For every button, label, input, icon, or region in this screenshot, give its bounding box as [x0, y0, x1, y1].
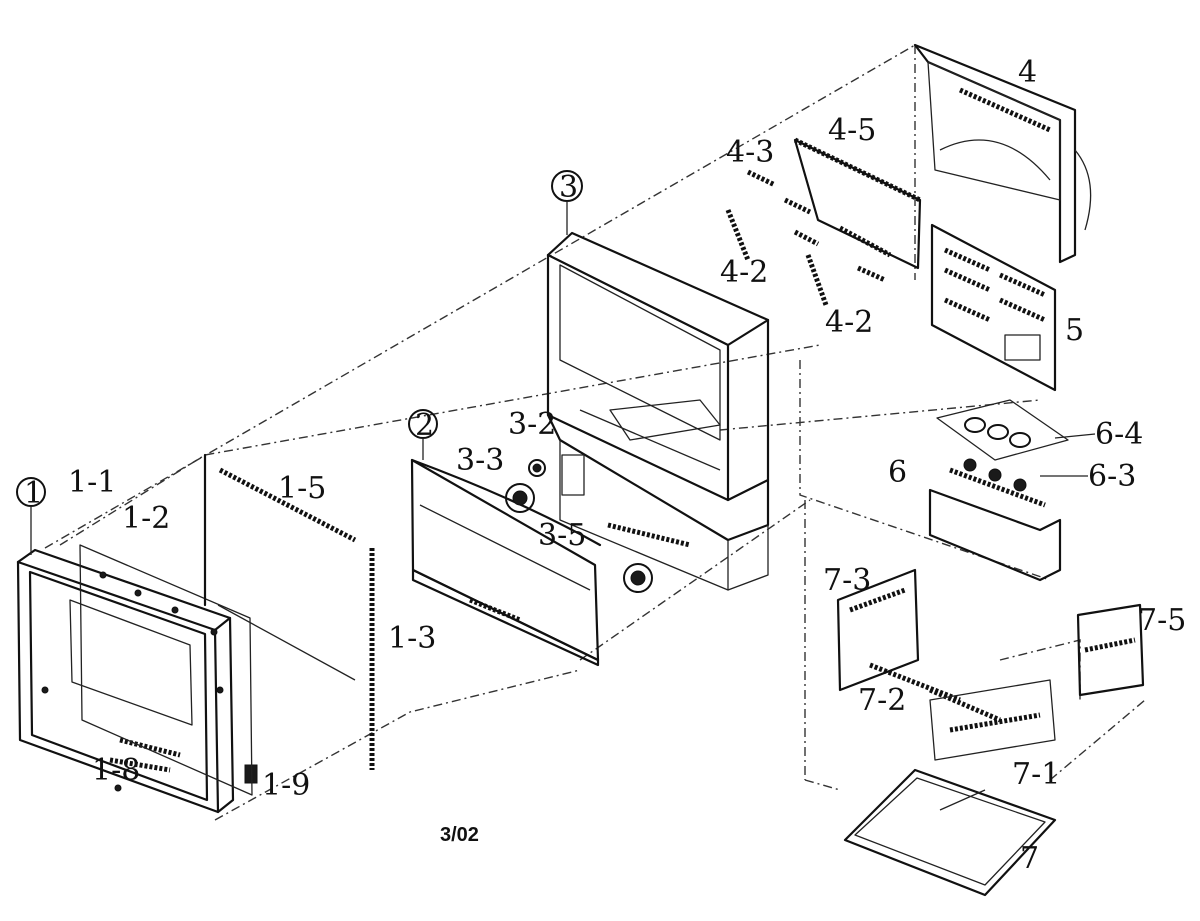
label-6: 6	[888, 455, 907, 490]
rear-frame	[913, 43, 1092, 264]
label-7-5: 7-5	[1138, 603, 1186, 638]
circuit-board-5	[930, 223, 1057, 392]
label-3-3: 3-3	[456, 443, 504, 478]
label-1-5: 1-5	[278, 471, 326, 506]
mirror-brackets	[725, 169, 887, 306]
label-4-2-left: 4-2	[720, 255, 768, 290]
label-1-8: 1-8	[92, 753, 140, 788]
label-1: 1	[24, 476, 43, 511]
label-7-1: 7-1	[1012, 757, 1060, 792]
lower-cabinet-front	[410, 458, 602, 667]
label-4-2-right: 4-2	[825, 305, 873, 340]
chassis-7	[836, 568, 1145, 897]
assembly-guide-lines	[44, 44, 1146, 821]
label-7-3: 7-3	[823, 563, 871, 598]
callout-labels: 1 2 3 1-1 1-2 1-5 1-3 1-8 1-9 3-2 3-3 3-…	[16, 55, 1186, 876]
front-frame-assembly	[16, 548, 258, 814]
label-6-4: 6-4	[1095, 417, 1143, 452]
label-1-9: 1-9	[262, 768, 310, 803]
label-4-3: 4-3	[726, 135, 774, 170]
label-2: 2	[415, 408, 434, 443]
label-3-2: 3-2	[508, 407, 556, 442]
label-5: 5	[1065, 313, 1084, 348]
screen-panel	[79, 544, 253, 796]
circuit-board-6	[928, 399, 1069, 582]
label-4: 4	[1018, 55, 1037, 90]
label-3-5: 3-5	[538, 518, 586, 553]
label-1-1: 1-1	[68, 465, 116, 500]
upper-cabinet	[546, 231, 770, 591]
speakers	[505, 454, 653, 593]
label-1-3: 1-3	[388, 621, 436, 656]
label-4-5: 4-5	[828, 113, 876, 148]
label-7-2: 7-2	[858, 683, 906, 718]
label-6-3: 6-3	[1088, 459, 1136, 494]
mirror-frame	[793, 137, 922, 270]
revision-date: 3/02	[440, 824, 479, 846]
label-1-2: 1-2	[122, 501, 170, 536]
screen-rails	[203, 453, 375, 770]
label-3: 3	[559, 170, 578, 205]
label-7: 7	[1020, 841, 1039, 876]
